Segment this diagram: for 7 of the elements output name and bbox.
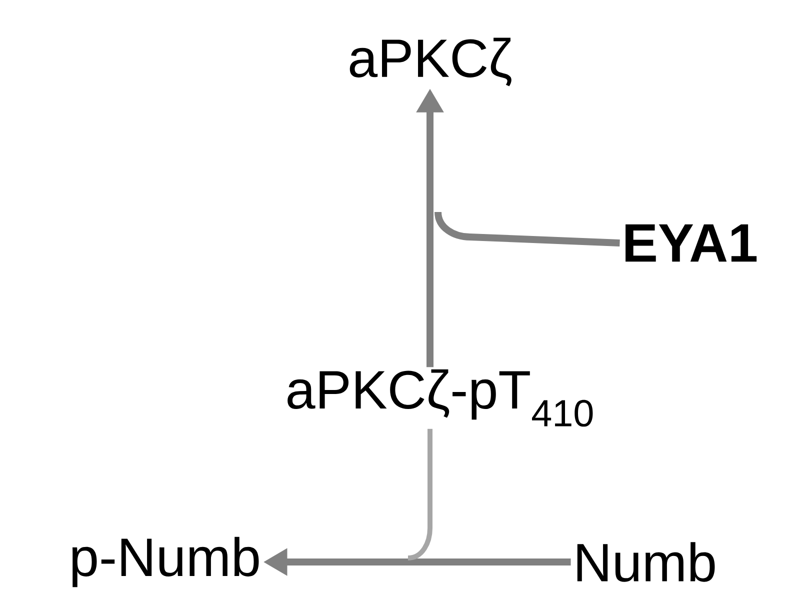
connector-line [434, 212, 620, 246]
protein-label: Numb [577, 542, 715, 582]
protein-label: aPKCζ-pT$_{410}$ [288, 369, 593, 427]
protein-label: EYA1 [626, 224, 757, 262]
connector-line [408, 428, 432, 560]
protein-label: aPKCζ [350, 38, 512, 86]
protein-label: p-Numb [72, 536, 259, 588]
